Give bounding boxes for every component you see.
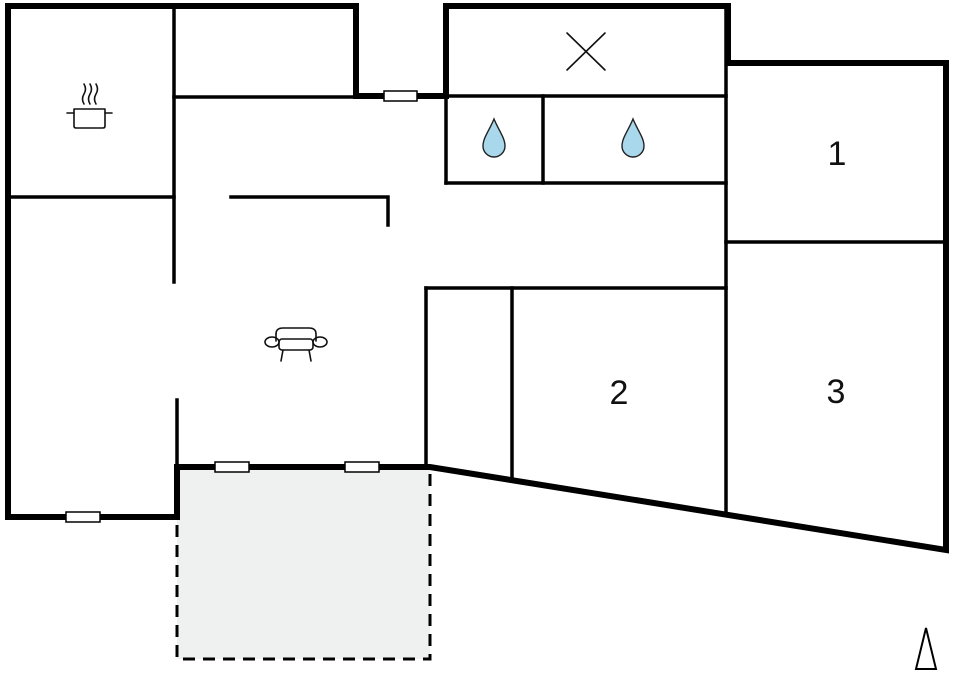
water-drop-icon xyxy=(482,117,506,158)
cross-icon xyxy=(566,32,606,71)
interior-walls xyxy=(6,6,948,514)
outer-walls xyxy=(5,3,949,554)
window xyxy=(344,461,380,473)
cooking-pot-icon xyxy=(66,83,113,129)
windows xyxy=(65,90,418,523)
room-label-3: 3 xyxy=(827,373,846,411)
window xyxy=(65,511,101,523)
window xyxy=(214,461,250,473)
terrace-area xyxy=(175,465,432,661)
armchair-icon xyxy=(264,327,328,362)
room-label-2: 2 xyxy=(610,374,629,412)
window xyxy=(383,90,418,102)
water-drop-icon xyxy=(621,117,645,158)
room-label-1: 1 xyxy=(828,135,847,173)
north-arrow-icon xyxy=(914,627,938,670)
